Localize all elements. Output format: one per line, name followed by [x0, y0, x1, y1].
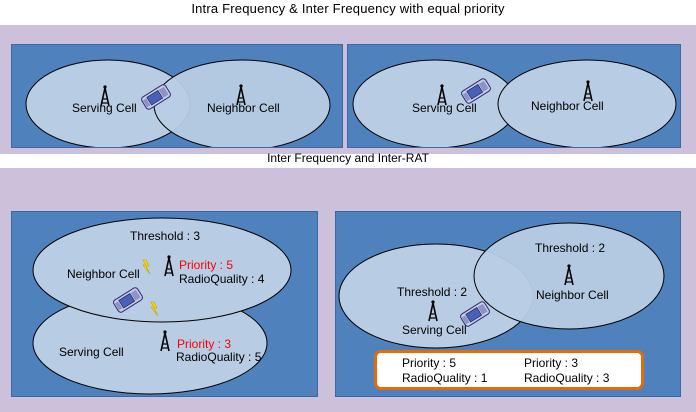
- serving-cell-label: Serving Cell: [59, 345, 124, 359]
- neighbor-priority: Priority : 3: [524, 356, 579, 370]
- neighbor-cell-label: Neighbor Cell: [207, 101, 280, 115]
- cell-comparison-box: Priority : 5 RadioQuality : 1 Priority :…: [374, 350, 644, 390]
- neighbor-cell-label: Neighbor Cell: [536, 288, 609, 302]
- mid-title: Inter Frequency and Inter-RAT: [267, 151, 429, 165]
- top-title-band: [0, 0, 696, 24]
- neighbor-threshold-label: Threshold : 2: [535, 241, 605, 255]
- panel-intra-frequency-b: Serving Cell Neighbor Cell: [347, 44, 681, 148]
- neighbor-cell-area: [473, 222, 665, 330]
- neighbor-cell-area: [497, 59, 677, 147]
- neighbor-priority: Priority : 5: [179, 258, 233, 272]
- panel-inter-rat-priority: Threshold : 3 Neighbor Cell Priority : 5…: [11, 211, 318, 397]
- panel-intra-frequency-a: Serving Cell Neighbor Cell: [11, 44, 343, 148]
- serving-cell-label: Serving Cell: [72, 101, 137, 115]
- neighbor-cell-label: Neighbor Cell: [67, 267, 140, 281]
- top-title: Intra Frequency & Inter Frequency with e…: [191, 1, 505, 16]
- neighbor-cell-area: [32, 217, 292, 323]
- threshold-label: Threshold : 3: [130, 229, 200, 243]
- serving-threshold-label: Threshold : 2: [397, 285, 467, 299]
- neighbor-radio-quality: RadioQuality : 4: [179, 272, 265, 286]
- serving-radio-quality: RadioQuality : 5: [176, 350, 262, 364]
- serving-priority: Priority : 3: [177, 337, 231, 351]
- neighbor-cell-label: Neighbor Cell: [531, 99, 604, 113]
- neighbor-radio-quality: RadioQuality : 3: [524, 371, 610, 385]
- serving-priority: Priority : 5: [402, 356, 457, 370]
- serving-cell-label: Serving Cell: [402, 323, 467, 337]
- serving-radio-quality: RadioQuality : 1: [402, 371, 488, 385]
- serving-cell-label: Serving Cell: [412, 101, 477, 115]
